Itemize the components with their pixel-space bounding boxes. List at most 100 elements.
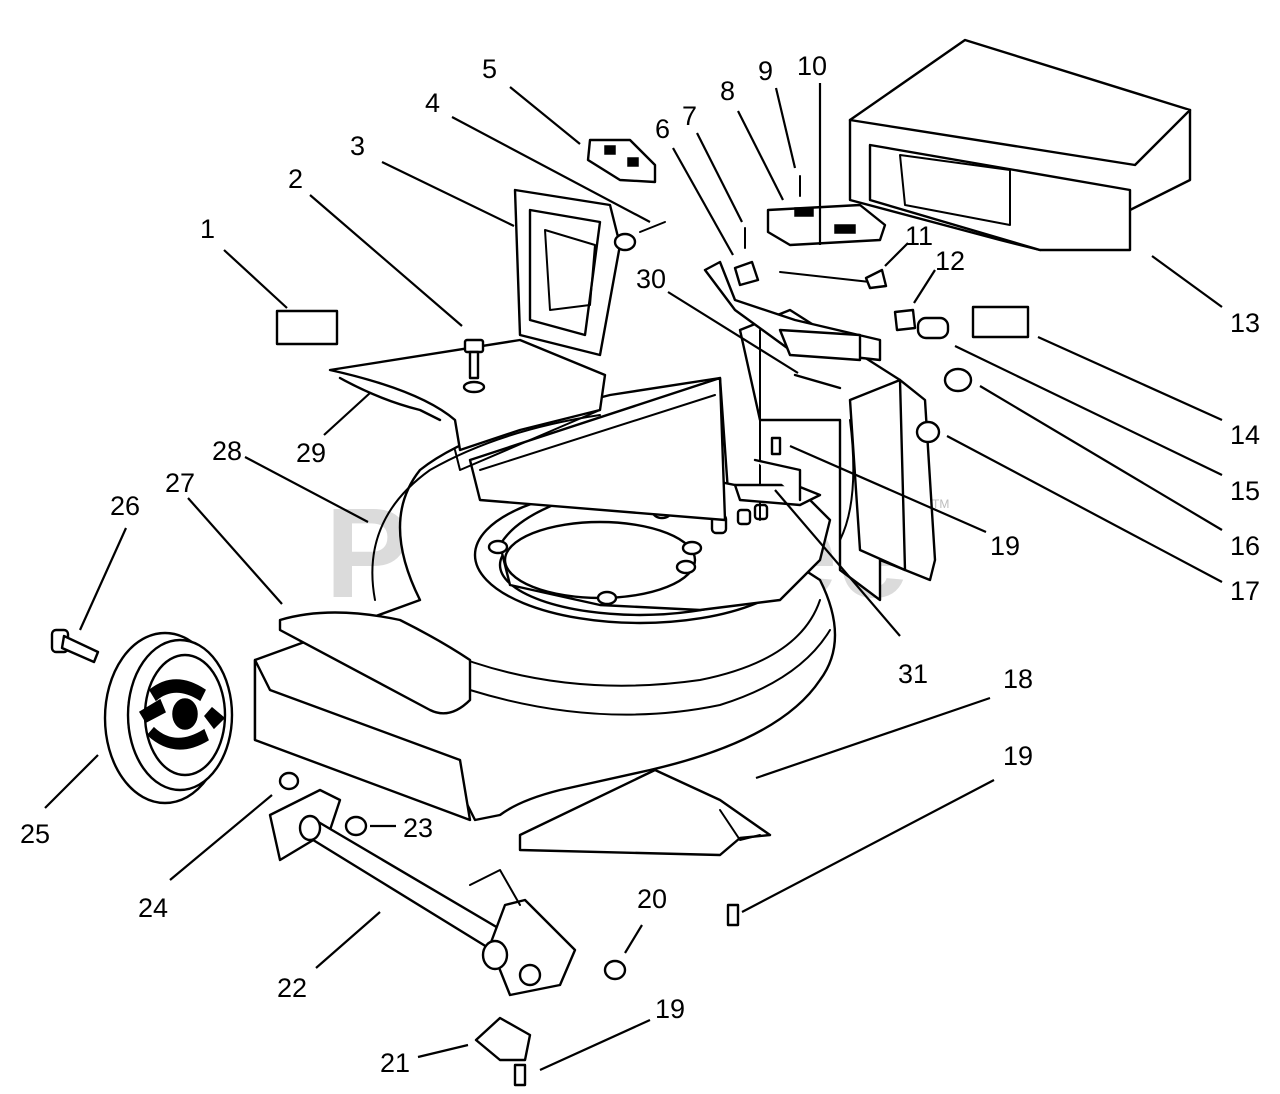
callout-2: 2	[288, 164, 303, 194]
callout-19-lower: 19	[655, 994, 685, 1024]
callout-8: 8	[720, 76, 735, 106]
bolt-part-19-middle	[726, 903, 740, 927]
bolt-part-26	[50, 628, 100, 664]
cap-part-8	[766, 203, 887, 247]
callout-14: 14	[1230, 420, 1260, 450]
leader-31	[774, 489, 901, 637]
spring-part-12	[893, 308, 917, 332]
wheel-part-25	[103, 631, 234, 805]
leader-20	[624, 924, 643, 954]
leader-7	[696, 132, 743, 223]
knob-part-11	[864, 268, 888, 290]
callout-16: 16	[1230, 531, 1260, 561]
leader-15	[954, 345, 1223, 476]
clip-part-6	[733, 260, 760, 287]
leader-lines	[44, 83, 1223, 1072]
baffle-part-18	[518, 768, 772, 857]
leader-29	[323, 392, 371, 436]
bolt-part-30	[793, 373, 842, 390]
leader-11	[884, 242, 909, 267]
bolt-part-19-upper	[770, 436, 782, 456]
axle-part-22	[268, 788, 577, 997]
leader-30	[667, 291, 799, 374]
callout-28: 28	[212, 436, 242, 466]
leader-16	[979, 385, 1223, 531]
grass-hood-part-13	[848, 38, 1192, 252]
callout-18: 18	[1003, 664, 1033, 694]
plate-part-21	[474, 1016, 532, 1062]
latch-part-5	[586, 138, 657, 184]
callout-23: 23	[403, 813, 433, 843]
spacer-part-15	[916, 316, 950, 340]
callout-7: 7	[682, 101, 697, 131]
label-part-1	[275, 309, 339, 346]
nut-part-23	[344, 815, 368, 837]
callout-27: 27	[165, 468, 195, 498]
leader-25	[44, 754, 99, 809]
leader-1	[223, 249, 288, 309]
leader-12	[913, 269, 936, 304]
leader-17	[946, 435, 1223, 583]
leader-28	[244, 456, 369, 523]
callout-12: 12	[935, 246, 965, 276]
leader-24	[169, 794, 273, 881]
watermark-trademark: TM	[932, 497, 949, 511]
callout-31: 31	[898, 659, 928, 689]
callout-22: 22	[277, 973, 307, 1003]
leader-3	[381, 161, 515, 227]
leader-2	[309, 194, 463, 327]
leader-21	[417, 1043, 469, 1059]
bracket-part-31	[733, 458, 822, 507]
bolt-part-19-lower	[513, 1063, 527, 1087]
pin-part-4	[639, 221, 666, 233]
callout-numbers: 1 2 3 4 5 6 7 8 9 10 11 12 13 14 15 16 1…	[20, 51, 1260, 1078]
leader-13	[1151, 255, 1223, 308]
callout-15: 15	[1230, 476, 1260, 506]
nut-part-17	[915, 420, 941, 444]
washer-part-24	[278, 771, 300, 791]
callout-21: 21	[380, 1048, 410, 1078]
bolt-part-2	[462, 338, 486, 394]
callout-4: 4	[425, 88, 440, 118]
handle-bracket-group	[703, 175, 917, 362]
leader-6	[672, 147, 734, 256]
callout-25: 25	[20, 819, 50, 849]
label-part-14	[971, 305, 1030, 339]
leader-4	[451, 116, 651, 223]
callout-11: 11	[905, 221, 933, 251]
skirt-part-27	[278, 611, 472, 715]
callout-17: 17	[1230, 576, 1260, 606]
callout-1: 1	[200, 214, 215, 244]
callout-9: 9	[758, 56, 773, 86]
leader-26	[78, 527, 128, 631]
leader-5	[509, 86, 581, 145]
callout-19-middle: 19	[1003, 741, 1033, 771]
leader-8	[737, 110, 784, 201]
callout-20: 20	[637, 884, 667, 914]
callout-30: 30	[636, 264, 666, 294]
rod-part-10	[779, 271, 871, 283]
leader-9	[774, 87, 797, 169]
leader-18	[755, 696, 991, 780]
leader-19-lower	[539, 1018, 651, 1072]
leader-19-middle	[741, 779, 995, 913]
callout-26: 26	[110, 491, 140, 521]
callout-24: 24	[138, 893, 168, 923]
callout-29: 29	[296, 438, 326, 468]
mower-deck	[253, 376, 837, 822]
nut-part-16	[943, 367, 973, 393]
leader-22	[315, 911, 381, 969]
leader-19-upper	[789, 444, 987, 534]
nut-part-20	[603, 959, 627, 981]
leader-14	[1037, 335, 1223, 422]
callout-6: 6	[655, 114, 670, 144]
callout-5: 5	[482, 54, 497, 84]
rear-flap-plate	[328, 338, 607, 471]
callout-3: 3	[350, 131, 365, 161]
leader-27	[187, 497, 283, 605]
callout-10: 10	[797, 51, 827, 81]
callout-13: 13	[1230, 308, 1260, 338]
callout-19-upper: 19	[990, 531, 1020, 561]
chute-door-part-3	[513, 188, 637, 357]
